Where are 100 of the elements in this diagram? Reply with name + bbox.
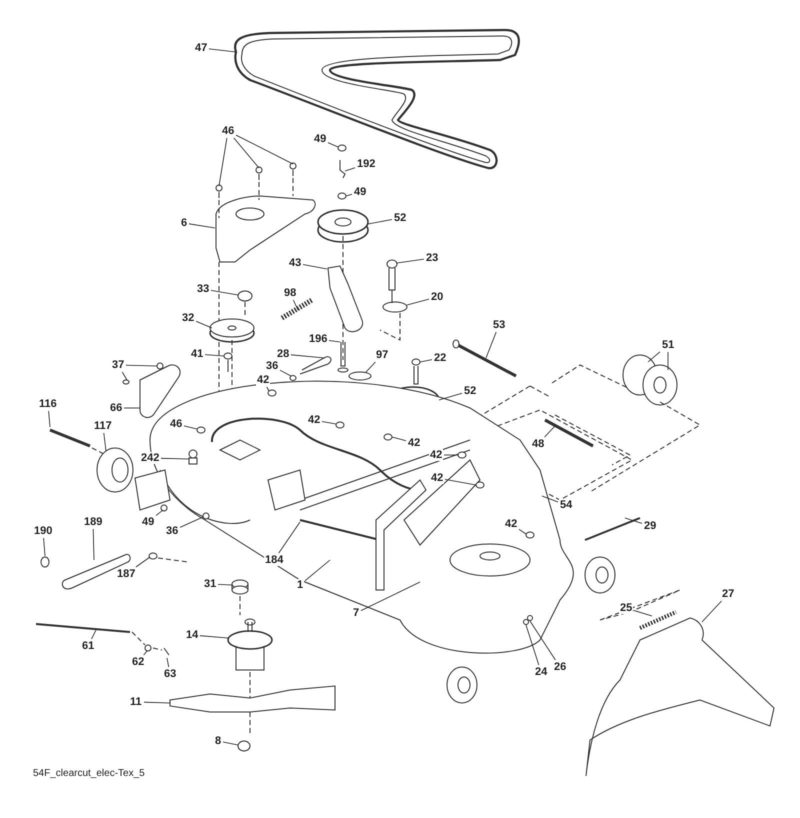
- leader-line: [392, 436, 406, 442]
- leader-line: [200, 635, 228, 638]
- callout-number: 47: [194, 42, 208, 54]
- leader-line: [542, 496, 558, 502]
- leader-line: [366, 362, 376, 372]
- leader-line: [328, 142, 338, 148]
- callout-number: 187: [116, 568, 136, 580]
- callout-number: 48: [531, 438, 546, 450]
- leader-line: [92, 528, 94, 560]
- callout-number: 184: [264, 554, 284, 566]
- leader-line: [322, 421, 336, 424]
- callout-number: 7: [352, 607, 360, 619]
- leader-line: [346, 194, 352, 196]
- leader-line: [544, 426, 556, 438]
- callout-number: 14: [185, 629, 200, 641]
- callout-number: 49: [141, 516, 156, 528]
- callout-number: 42: [429, 449, 444, 461]
- leader-line: [634, 610, 652, 616]
- callout-number: 26: [553, 661, 568, 673]
- callout-number: 24: [534, 666, 548, 678]
- callout-number: 11: [129, 696, 143, 708]
- leader-line: [280, 370, 292, 376]
- leader-line: [188, 223, 216, 228]
- leader-line: [236, 134, 294, 164]
- leader-line: [166, 658, 170, 668]
- leader-line: [302, 264, 328, 270]
- leader-line: [438, 392, 462, 400]
- leader-line: [204, 354, 224, 356]
- callout-number: 61: [81, 640, 96, 652]
- callout-number: 46: [169, 418, 184, 430]
- callout-number: 42: [430, 472, 444, 484]
- callout-number: 36: [165, 525, 180, 537]
- callout-number: 36: [265, 360, 280, 372]
- leader-line: [368, 219, 392, 224]
- leader-line: [208, 48, 236, 52]
- callout-number: 29: [643, 520, 658, 532]
- leader-line: [103, 432, 106, 452]
- callout-number: 37: [111, 359, 126, 371]
- leader-line: [328, 340, 340, 342]
- callout-number: 42: [256, 374, 270, 386]
- leader-line: [43, 538, 46, 556]
- callout-number: 6: [180, 217, 188, 229]
- leader-line: [360, 582, 420, 611]
- leader-line: [180, 516, 204, 528]
- callout-number: 189: [83, 516, 104, 528]
- callout-number: 8: [214, 735, 222, 747]
- callout-number: 190: [33, 525, 54, 537]
- leader-line: [144, 702, 170, 704]
- leader-line: [292, 300, 298, 310]
- callout-number: 20: [430, 291, 444, 303]
- callout-number: 54: [559, 499, 574, 511]
- leader-line: [156, 510, 164, 516]
- callout-number: 117: [93, 420, 113, 432]
- leader-line: [210, 290, 238, 296]
- callout-number: 52: [393, 212, 408, 224]
- leader-line: [278, 522, 300, 554]
- leader-line: [420, 359, 432, 362]
- callout-number: 98: [283, 287, 298, 299]
- callout-number: 63: [163, 668, 178, 680]
- leader-line: [526, 624, 540, 666]
- callout-number: 28: [276, 348, 290, 360]
- callout-number: 33: [196, 283, 210, 295]
- callout-number: 49: [353, 186, 368, 198]
- callout-number: 32: [181, 312, 196, 324]
- leader-line: [126, 364, 158, 366]
- leader-line: [48, 410, 50, 428]
- leader-line: [396, 258, 424, 264]
- callout-number: 62: [131, 656, 146, 668]
- leader-line: [234, 138, 260, 168]
- leader-line: [444, 479, 476, 486]
- leader-line: [222, 742, 238, 746]
- leader-line: [91, 630, 96, 640]
- leader-line: [136, 556, 150, 568]
- leader-line: [122, 372, 128, 380]
- leader-line: [184, 426, 198, 430]
- callout-number: 42: [407, 437, 422, 449]
- leader-line: [218, 138, 228, 186]
- leader-line: [406, 298, 430, 306]
- leader-line: [624, 518, 642, 524]
- leader-line: [290, 354, 326, 358]
- callout-number: 42: [504, 518, 518, 530]
- callout-number: 192: [356, 158, 376, 170]
- callout-number: 52: [463, 385, 478, 397]
- callout-number: 42: [307, 414, 322, 426]
- leader-line: [344, 167, 356, 172]
- leader-line: [486, 332, 497, 358]
- callout-number: 51: [661, 339, 676, 351]
- leader-line: [304, 560, 330, 582]
- callout-number: 1: [296, 579, 304, 591]
- callout-number: 27: [721, 588, 736, 600]
- callout-number: 97: [375, 349, 390, 361]
- callout-number: 53: [492, 319, 506, 331]
- callout-number: 22: [433, 352, 448, 364]
- leader-line: [266, 386, 270, 392]
- leader-line: [518, 528, 526, 534]
- callout-number: 31: [203, 578, 218, 590]
- callout-number: 46: [221, 125, 236, 137]
- callout-number: 25: [619, 602, 634, 614]
- leader-line: [196, 320, 212, 328]
- leader-line: [444, 454, 458, 456]
